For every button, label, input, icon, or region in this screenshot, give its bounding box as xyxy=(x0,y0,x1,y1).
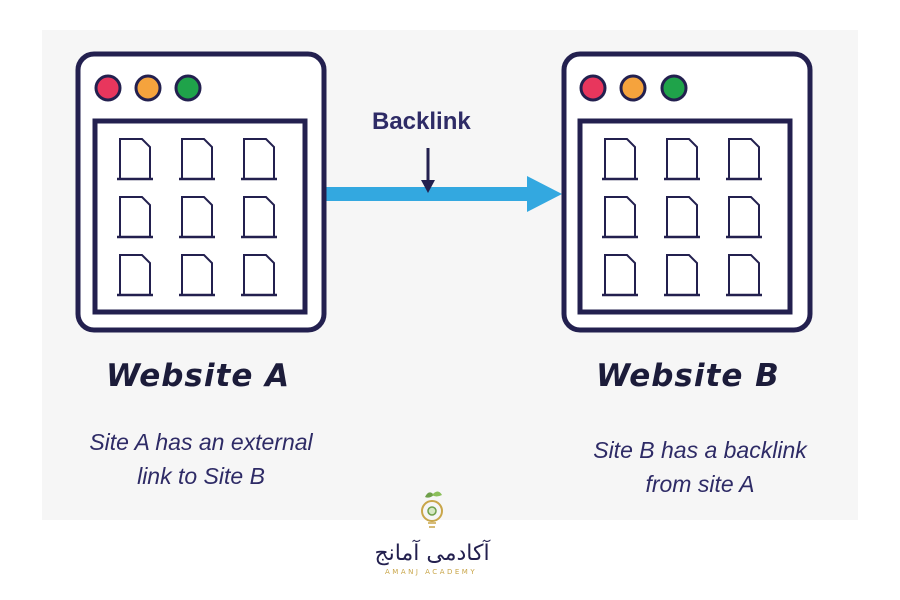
minimize-dot-icon xyxy=(619,74,647,102)
maximize-dot-icon xyxy=(174,74,202,102)
document-icon xyxy=(666,138,698,180)
backlink-arrow xyxy=(326,176,562,212)
logo-latin-text: AMANJ ACADEMY xyxy=(385,568,478,576)
document-icon xyxy=(243,254,275,296)
document-icon xyxy=(604,254,636,296)
document-icon xyxy=(604,196,636,238)
caption-line: link to Site B xyxy=(137,463,265,489)
website-a-window xyxy=(75,51,327,333)
document-icon xyxy=(181,254,213,296)
document-grid-b xyxy=(602,138,762,297)
backlink-pointer-arrow xyxy=(421,148,435,193)
website-a-title: Website A xyxy=(106,358,291,394)
website-b-caption: Site B has a backlink from site A xyxy=(572,433,828,501)
document-icon xyxy=(666,196,698,238)
document-icon xyxy=(119,138,151,180)
document-icon xyxy=(666,254,698,296)
website-b-window xyxy=(561,51,813,333)
caption-line: from site A xyxy=(645,471,755,497)
document-icon xyxy=(181,138,213,180)
close-dot-icon xyxy=(579,74,607,102)
document-icon xyxy=(181,196,213,238)
maximize-dot-icon xyxy=(660,74,688,102)
document-icon xyxy=(728,196,760,238)
document-icon xyxy=(728,254,760,296)
document-icon xyxy=(243,138,275,180)
document-icon xyxy=(243,196,275,238)
backlink-label: Backlink xyxy=(372,108,471,135)
website-b-title: Website B xyxy=(596,358,780,394)
document-icon xyxy=(119,196,151,238)
caption-line: Site B has a backlink xyxy=(593,437,807,463)
document-icon xyxy=(119,254,151,296)
close-dot-icon xyxy=(94,74,122,102)
logo-arabic-text: آکادمی آمانج xyxy=(374,539,490,566)
document-icon xyxy=(728,138,760,180)
logo-bulb-icon xyxy=(421,491,443,528)
website-a-caption: Site A has an external link to Site B xyxy=(72,425,330,493)
document-grid-a xyxy=(117,138,277,297)
document-icon xyxy=(604,138,636,180)
minimize-dot-icon xyxy=(134,74,162,102)
caption-line: Site A has an external xyxy=(89,429,313,455)
